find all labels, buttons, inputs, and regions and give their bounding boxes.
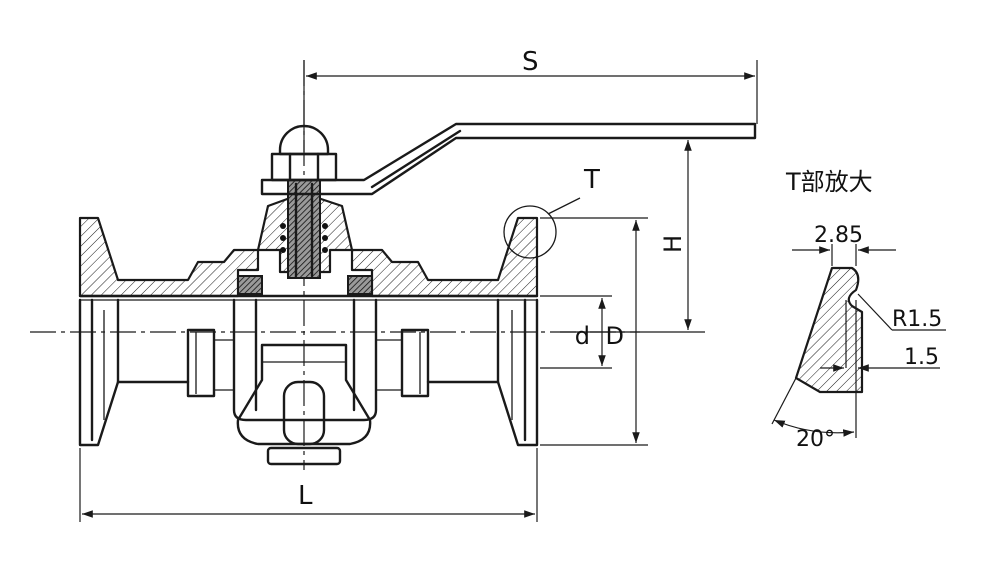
dimension-d: d <box>540 295 612 369</box>
label-T: T <box>583 165 600 195</box>
valve-body-lower <box>78 298 539 466</box>
label-H: H <box>659 235 687 253</box>
dimension-S: S <box>303 47 758 152</box>
dimension-H: H <box>560 137 705 333</box>
detail-circle-T <box>503 205 557 259</box>
handle-lever <box>260 122 757 196</box>
detail-width: 2.85 <box>814 223 863 248</box>
detail-depth: 1.5 <box>904 345 939 370</box>
label-D: D <box>606 322 624 350</box>
packing-rings <box>280 223 328 253</box>
label-d: d <box>575 322 590 350</box>
dimension-D: D <box>540 217 648 446</box>
right-seat <box>347 275 373 295</box>
label-L: L <box>298 481 313 511</box>
label-S: S <box>522 47 539 77</box>
dimension-L: L <box>79 448 538 522</box>
detail-title: T部放大 <box>785 168 873 196</box>
valve-stem <box>287 179 321 279</box>
detail-view: T部放大 2.85 R1.5 1.5 20° <box>771 168 946 452</box>
detail-angle: 20° <box>796 427 835 452</box>
detail-profile <box>794 266 864 394</box>
left-seat <box>237 275 263 295</box>
detail-radius: R1.5 <box>892 307 942 332</box>
